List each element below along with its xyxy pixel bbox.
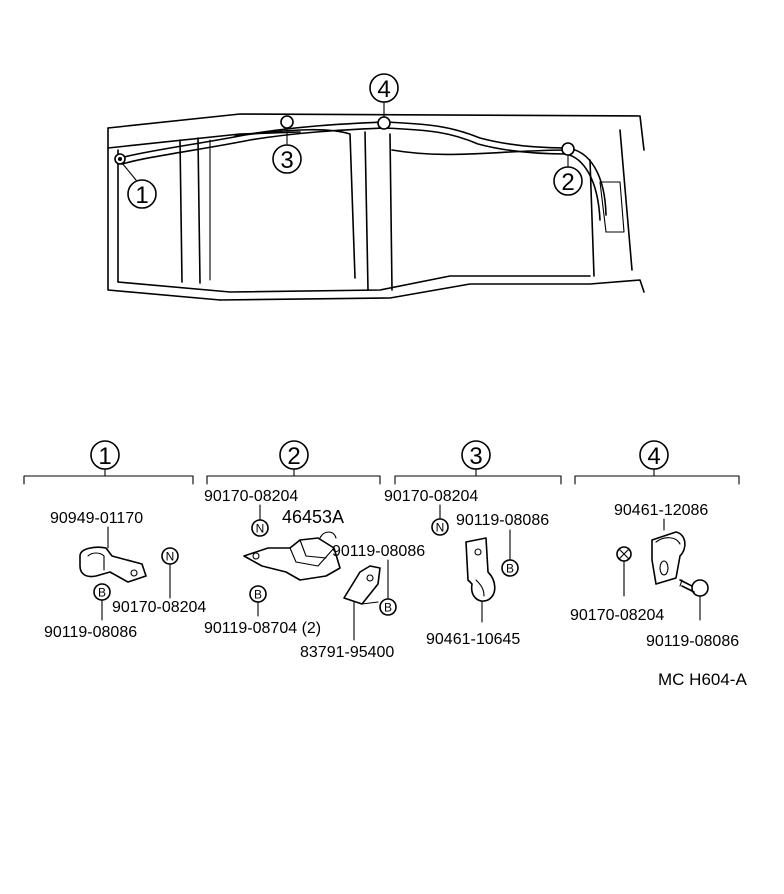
frame-callout-1: 1: [127, 179, 157, 209]
svg-text:2: 2: [561, 169, 574, 196]
bolt-symbol-1: B: [98, 586, 106, 600]
part-label-90119-08086-g3: 90119-08086: [456, 512, 549, 529]
group-4-parts: 90461-12086 90170-08204 90119-08086: [570, 502, 739, 650]
nut-symbol-3: N: [436, 521, 445, 535]
part-label-90461-12086: 90461-12086: [614, 502, 708, 519]
frame-callout-2: 2: [553, 166, 583, 196]
part-label-90949-01170: 90949-01170: [50, 510, 143, 527]
diagram-code: MC H604-A: [658, 670, 747, 689]
part-label-90119-08086-g2: 90119-08086: [332, 543, 425, 560]
part-label-46453A: 46453A: [282, 507, 344, 527]
part-label-90170-08204-g4: 90170-08204: [570, 607, 664, 624]
svg-text:1: 1: [98, 443, 111, 470]
part-label-90170-08204-g2: 90170-08204: [204, 488, 298, 505]
part-label-83791-95400: 83791-95400: [300, 644, 394, 661]
nut-symbol-2: N: [256, 522, 265, 536]
nut-symbol-1: N: [166, 550, 175, 564]
part-label-90170-08204-g3: 90170-08204: [384, 488, 478, 505]
group-2-parts: 90170-08204 N 46453A 90119-08086 B B 901…: [204, 488, 425, 661]
bolt-symbol-3: B: [506, 562, 514, 576]
svg-text:4: 4: [377, 76, 390, 103]
bolt-symbol-2a: B: [254, 588, 262, 602]
part-label-90170-08204-g1: 90170-08204: [112, 599, 206, 616]
group-header-3: 3: [394, 440, 562, 485]
bolt-symbol-2b: B: [384, 601, 392, 615]
group-header-4: 4: [574, 440, 740, 485]
group-1-parts: 90949-01170 N 90170-08204 B 90119-08086: [44, 510, 206, 641]
svg-text:3: 3: [280, 147, 293, 174]
group-3-parts: 90170-08204 N 90119-08086 B 90461-10645: [384, 488, 549, 648]
group-header-1: 1: [23, 440, 194, 485]
group-header-2: 2: [206, 440, 381, 485]
svg-text:1: 1: [135, 182, 148, 209]
part-label-90119-08086-g1: 90119-08086: [44, 624, 137, 641]
svg-text:3: 3: [469, 443, 482, 470]
frame-callout-3: 3: [272, 144, 302, 174]
part-label-90119-08086-g4: 90119-08086: [646, 633, 739, 650]
vehicle-frame: [107, 101, 645, 301]
part-label-90461-10645: 90461-10645: [426, 631, 520, 648]
svg-text:4: 4: [647, 443, 660, 470]
part-label-90119-08704: 90119-08704 (2): [204, 620, 321, 637]
svg-text:2: 2: [287, 443, 300, 470]
frame-callout-4: 4: [369, 73, 399, 103]
